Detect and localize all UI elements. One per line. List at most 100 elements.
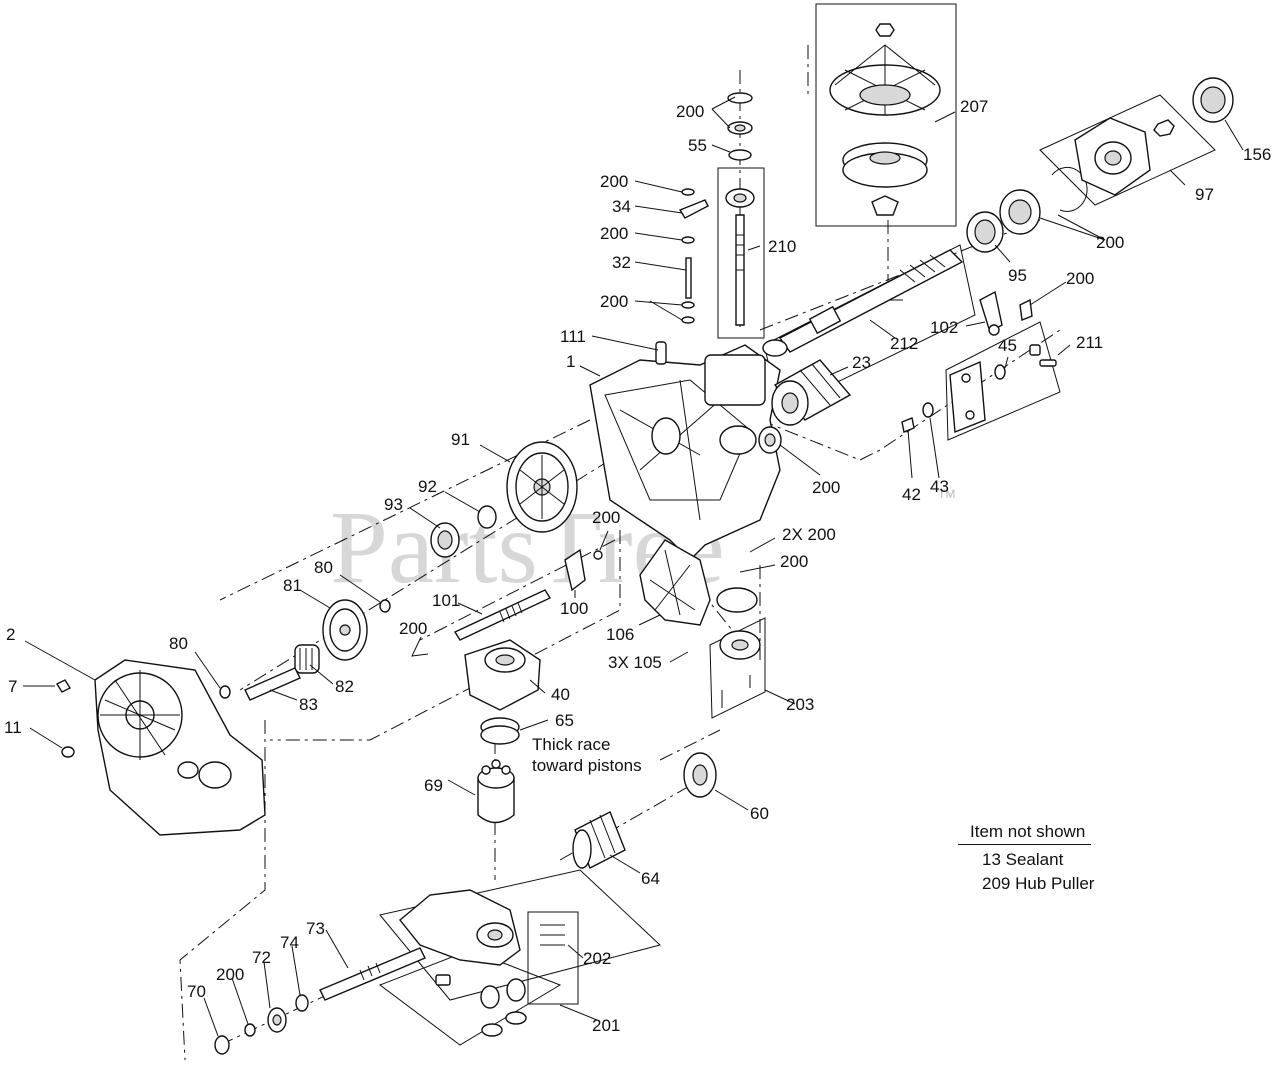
callout-40: 40 bbox=[551, 685, 570, 704]
callout-23: 23 bbox=[852, 353, 871, 372]
callout-42: 42 bbox=[902, 485, 921, 504]
callout-101: 101 bbox=[432, 591, 460, 610]
ring-part-200-73 bbox=[244, 1023, 256, 1037]
box-203 bbox=[709, 617, 766, 719]
box-211 bbox=[945, 321, 1061, 441]
callout-200: 200 bbox=[600, 224, 628, 243]
callout-200: 200 bbox=[812, 478, 840, 497]
items-not-shown-row: 209 Hub Puller bbox=[982, 874, 1095, 893]
callout-60: 60 bbox=[750, 804, 769, 823]
callout-74: 74 bbox=[280, 933, 299, 952]
plate-part-203 bbox=[716, 587, 761, 708]
watermark-trademark: TM bbox=[938, 487, 955, 501]
seal-part-60 bbox=[683, 752, 717, 798]
items-not-shown-title: Item not shown bbox=[958, 822, 1092, 845]
callout-200: 200 bbox=[216, 965, 244, 984]
link-part-102 bbox=[979, 290, 1003, 336]
callout-156: 156 bbox=[1243, 145, 1271, 164]
callout-2: 2 bbox=[6, 625, 15, 644]
callout-200: 200 bbox=[399, 619, 427, 638]
callout-81: 81 bbox=[283, 576, 302, 595]
valves-part-201 bbox=[435, 974, 527, 1037]
washer-part-92 bbox=[477, 505, 497, 529]
side-cover-part-2 bbox=[94, 659, 266, 836]
washer-part-80a bbox=[379, 599, 391, 613]
hub-part-97 bbox=[1074, 77, 1234, 196]
gear-part-82 bbox=[294, 644, 320, 674]
gear-part-72 bbox=[267, 1007, 287, 1033]
box-202 bbox=[379, 869, 662, 1001]
callout-200: 200 bbox=[676, 102, 704, 121]
callout-111: 111 bbox=[560, 327, 586, 346]
items-not-shown-note: Item not shown 13 Sealant 209 Hub Puller bbox=[958, 822, 1118, 896]
callout-64: 64 bbox=[641, 869, 660, 888]
bolt-part-42 bbox=[901, 417, 915, 433]
input-shaft-part-73 bbox=[319, 947, 426, 1001]
callout-70: 70 bbox=[187, 982, 206, 1001]
bearing-part-93 bbox=[430, 522, 460, 558]
box-207 bbox=[815, 3, 957, 227]
callout-202: 202 bbox=[583, 949, 611, 968]
cylinder-block-part-69 bbox=[477, 759, 515, 824]
axle-shaft-part-212 bbox=[762, 249, 964, 357]
callout-93: 93 bbox=[384, 495, 403, 514]
callout-34: 34 bbox=[612, 197, 631, 216]
box-97 bbox=[1039, 94, 1216, 206]
ring-part-200-arm bbox=[593, 550, 603, 560]
callout-45: 45 bbox=[998, 336, 1017, 355]
gear-part-81 bbox=[322, 599, 368, 661]
callout-106: 106 bbox=[606, 625, 634, 644]
callout-32: 32 bbox=[612, 253, 631, 272]
callout-43: 43 bbox=[930, 477, 949, 496]
arm-part-100 bbox=[564, 548, 586, 592]
shaft-part-83 bbox=[244, 667, 301, 701]
bracket-part-106 bbox=[639, 539, 711, 626]
housing-part-1 bbox=[589, 344, 781, 561]
annotation-line-2: toward pistons bbox=[532, 756, 642, 775]
callout-65: 65 bbox=[555, 711, 574, 730]
washer-part-70 bbox=[214, 1035, 230, 1055]
callout-201: 201 bbox=[592, 1016, 620, 1035]
washer-part-43 bbox=[922, 402, 934, 418]
callout-82: 82 bbox=[335, 677, 354, 696]
group-boxes bbox=[378, 3, 1216, 1046]
clip-part-200-102 bbox=[1019, 298, 1033, 321]
plug-part-111 bbox=[655, 341, 667, 365]
seal-part-200-23 bbox=[758, 426, 782, 454]
end-cap-part-202 bbox=[399, 889, 565, 966]
fan-pulley-part-207 bbox=[829, 23, 941, 216]
callout-labels: 200 55 200 34 200 32 200 210 207 156 97 … bbox=[4, 97, 1271, 1035]
callout-210: 210 bbox=[768, 237, 796, 256]
callout-100: 100 bbox=[560, 599, 588, 618]
filter-part-23 bbox=[771, 359, 852, 426]
callout-212: 212 bbox=[890, 334, 918, 353]
callout-200: 200 bbox=[780, 552, 808, 571]
bolt-part-7 bbox=[55, 679, 72, 693]
callout-95: 95 bbox=[1008, 266, 1027, 285]
annotation-line-1: Thick race bbox=[532, 735, 610, 754]
plate-part-211 bbox=[949, 344, 1057, 433]
callout-200: 200 bbox=[600, 172, 628, 191]
callout-72: 72 bbox=[252, 948, 271, 967]
callout-80: 80 bbox=[314, 558, 333, 577]
box-202-sub bbox=[527, 911, 579, 1005]
leader-lines bbox=[23, 96, 1244, 1037]
callout-200: 200 bbox=[1066, 269, 1094, 288]
callout-11: 11 bbox=[4, 718, 22, 737]
callout-7: 7 bbox=[8, 677, 17, 696]
callout-102: 102 bbox=[930, 318, 958, 337]
callout-91: 91 bbox=[451, 430, 470, 449]
callout-200: 200 bbox=[600, 292, 628, 311]
center-section-part-40 bbox=[464, 639, 541, 711]
bearings-95 bbox=[966, 166, 1088, 253]
callout-200: 200 bbox=[592, 508, 620, 527]
callout-69: 69 bbox=[424, 776, 443, 795]
box-201 bbox=[378, 949, 562, 1046]
callout-207: 207 bbox=[960, 97, 988, 116]
washer-part-74 bbox=[295, 994, 309, 1012]
arm-part-34 bbox=[678, 199, 709, 219]
bolt-part-11 bbox=[61, 746, 75, 758]
callout-55: 55 bbox=[688, 136, 707, 155]
washer-part-45 bbox=[994, 364, 1006, 380]
